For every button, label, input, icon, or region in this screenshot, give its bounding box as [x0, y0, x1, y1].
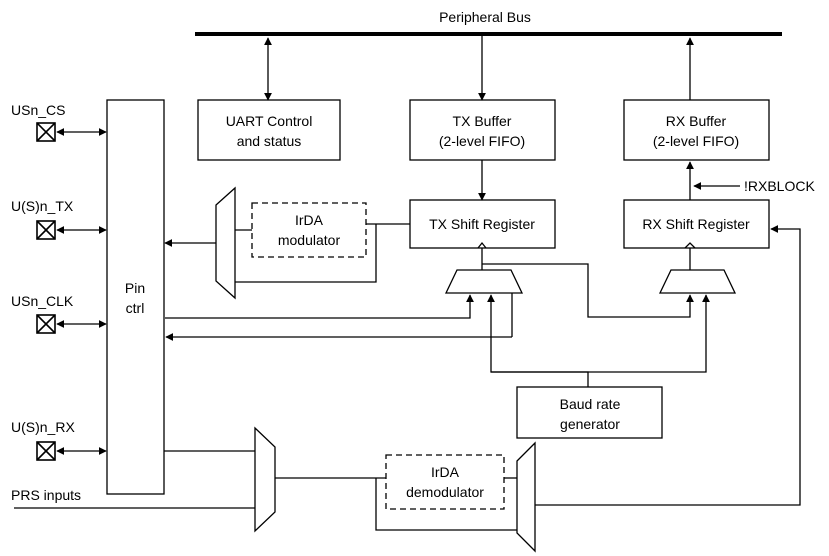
rx-shift-register-box — [623, 199, 770, 249]
pin-label-rx: U(S)n_RX — [11, 419, 75, 435]
tx-clock-to-rx-mux — [482, 263, 694, 318]
pin-pad-clk-icon — [36, 314, 56, 334]
rx-output-mux — [516, 441, 536, 553]
rx-clock-mux — [658, 269, 737, 294]
pin-ctrl-label-2: ctrl — [126, 300, 145, 316]
rx-mux-to-shift-register — [535, 225, 801, 506]
rx-input-mux — [254, 426, 276, 533]
peripheral-bus-label: Peripheral Bus — [439, 9, 531, 25]
irda-demodulator-box — [385, 454, 505, 510]
baud-rate-label-1: Baud rate — [560, 396, 621, 412]
pin-pad-rx-icon — [36, 441, 56, 461]
tx-shift-register-label: TX Shift Register — [429, 216, 535, 232]
pin-label-tx: U(S)n_TX — [11, 198, 74, 214]
prs-inputs-label: PRS inputs — [11, 487, 81, 503]
uart-control-label-2: and status — [237, 133, 302, 149]
pin-label-cs: USn_CS — [11, 102, 65, 118]
rx-shift-register-label: RX Shift Register — [642, 216, 750, 232]
rx-demod-bypass — [375, 478, 517, 531]
rx-buffer-box — [623, 99, 770, 161]
uart-control-box — [197, 99, 341, 161]
tx-buffer-label-2: (2-level FIFO) — [439, 133, 525, 149]
irda-modulator-label-2: modulator — [278, 232, 341, 248]
rx-shift-clock-marker — [684, 242, 696, 249]
tx-shift-clock-marker — [477, 241, 487, 249]
pin-pad-tx-icon — [36, 220, 56, 240]
pin-ctrl-box — [106, 99, 165, 495]
pin-ctrl-clk-to-tx-mux — [165, 294, 474, 319]
baud-rate-label-2: generator — [560, 416, 620, 432]
baud-rate-generator-box — [516, 386, 663, 439]
baud-to-rx-mux — [491, 294, 710, 373]
tx-buffer-label-1: TX Buffer — [453, 113, 512, 129]
tx-bypass-path — [235, 224, 377, 283]
uart-control-label-1: UART Control — [226, 113, 313, 129]
tx-clock-mux — [444, 269, 524, 294]
irda-modulator-box — [251, 202, 367, 258]
pin-pad-cs-icon — [36, 122, 56, 142]
irda-demodulator-label-1: IrDA — [431, 464, 460, 480]
irda-demodulator-label-2: demodulator — [406, 484, 484, 500]
rx-buffer-label-2: (2-level FIFO) — [653, 133, 739, 149]
pin-label-clk: USn_CLK — [11, 293, 74, 309]
rxblock-label: !RXBLOCK — [744, 178, 815, 194]
tx-buffer-box — [409, 99, 556, 161]
pin-ctrl-label-1: Pin — [125, 280, 145, 296]
irda-modulator-label-1: IrDA — [295, 212, 324, 228]
baud-to-clock-muxes — [487, 294, 589, 387]
rx-buffer-label-1: RX Buffer — [666, 113, 727, 129]
tx-output-mux — [215, 186, 236, 300]
